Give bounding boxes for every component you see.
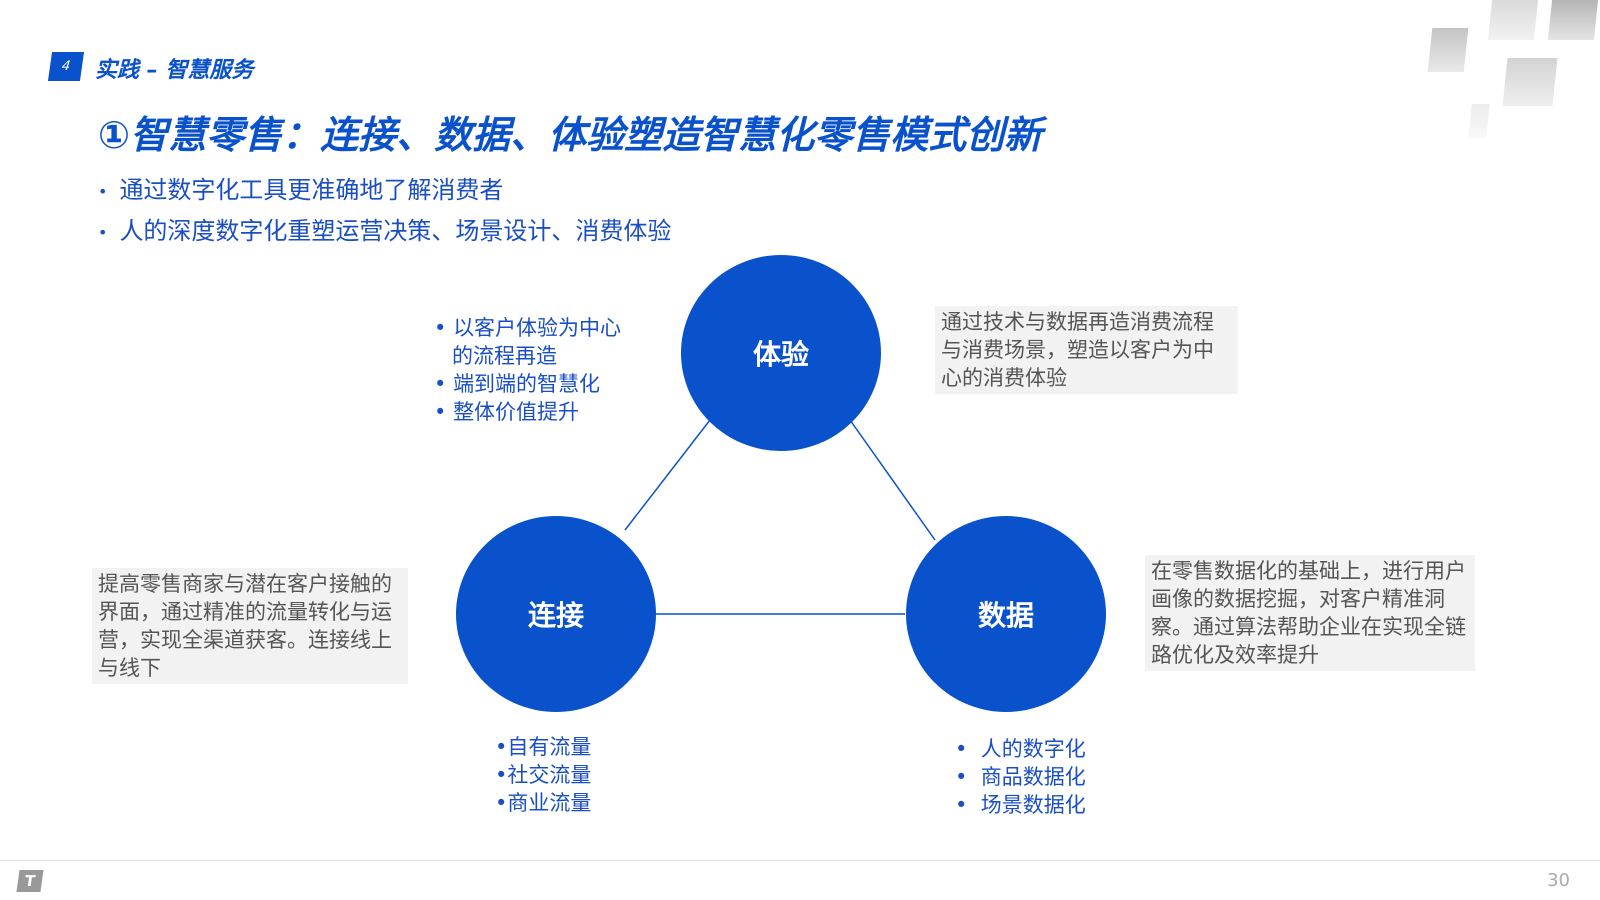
- connector-line: [849, 419, 936, 541]
- list-item: • 商品数据化: [955, 765, 1086, 789]
- data-description: 在零售数据化的基础上，进行用户画像的数据挖掘，对客户精准洞察。通过算法帮助企业在…: [1145, 555, 1475, 671]
- experience-description: 通过技术与数据再造消费流程与消费场景，塑造以客户为中心的消费体验: [935, 306, 1238, 394]
- list-item: • 整体价值提升: [434, 400, 580, 424]
- slide-title: ①智慧零售：连接、数据、体验塑造智慧化零售模式创新: [98, 113, 1043, 157]
- bullet-item: 人的深度数字化重塑运营决策、场景设计、消费体验: [98, 211, 671, 246]
- circle-connection: 连接: [456, 516, 656, 712]
- bullet-item: 通过数字化工具更准确地了解消费者: [98, 170, 503, 205]
- footer-divider: [0, 860, 1600, 861]
- list-item: 的流程再造: [452, 344, 557, 368]
- page-number: 30: [1547, 870, 1570, 891]
- brand-logo: T: [16, 870, 44, 892]
- list-item: •社交流量: [495, 763, 592, 787]
- circle-experience: 体验: [681, 255, 881, 451]
- connection-description: 提高零售商家与潜在客户接触的界面，通过精准的流量转化与运营，实现全渠道获客。连接…: [92, 568, 408, 684]
- list-item: •商业流量: [495, 791, 592, 815]
- section-title: 实践 – 智慧服务: [95, 58, 254, 83]
- list-item: •自有流量: [495, 735, 592, 759]
- list-item: • 以客户体验为中心: [434, 316, 622, 340]
- list-item: • 人的数字化: [955, 737, 1086, 761]
- list-item: • 端到端的智慧化: [434, 372, 601, 396]
- data-points: • 人的数字化 • 商品数据化 • 场景数据化: [955, 735, 1086, 819]
- connector-line: [624, 419, 711, 531]
- connection-points: •自有流量 •社交流量 •商业流量: [495, 733, 591, 817]
- circle-data: 数据: [906, 516, 1106, 712]
- experience-points: • 以客户体验为中心 的流程再造 • 端到端的智慧化 • 整体价值提升: [434, 314, 621, 426]
- list-item: • 场景数据化: [955, 793, 1086, 817]
